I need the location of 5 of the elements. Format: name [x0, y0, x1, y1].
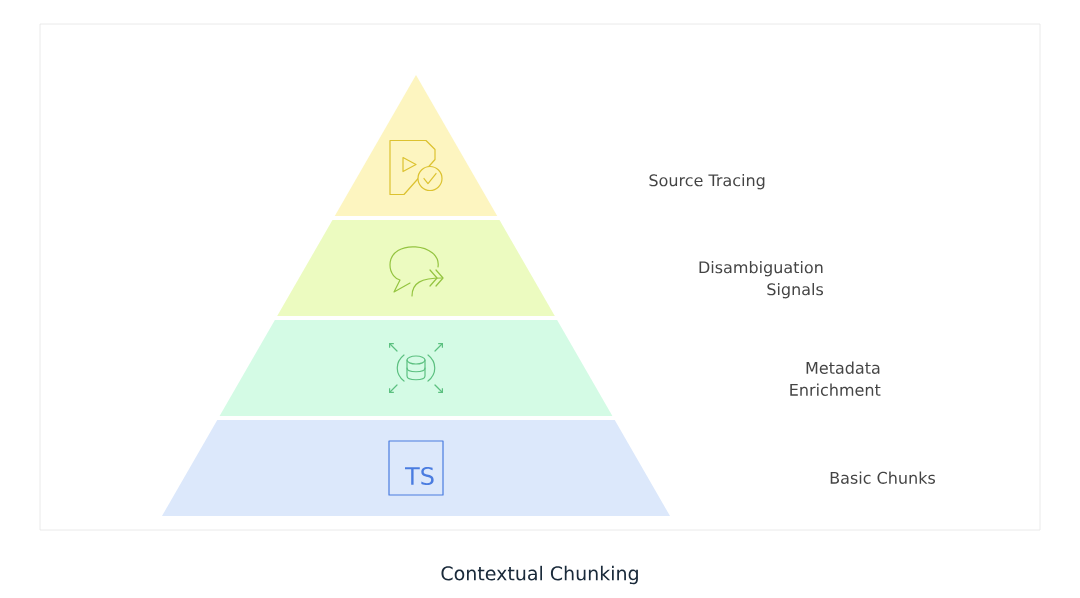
- level-label: Source Tracing: [649, 173, 765, 190]
- level-label: Metadata Enrichment: [790, 361, 881, 396]
- level-label: Disambiguation Signals: [699, 260, 824, 299]
- level-label: Basic Chunks: [830, 471, 936, 484]
- caption: Contextual Chunking: [441, 565, 638, 585]
